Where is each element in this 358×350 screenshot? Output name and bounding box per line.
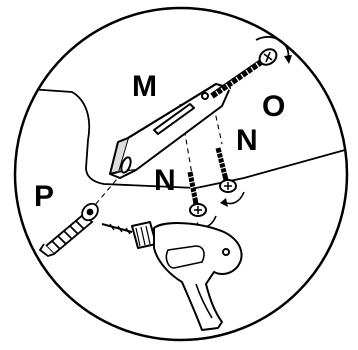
callout-o: O [262,90,285,123]
callout-m: M [132,70,157,103]
callout-p: P [34,180,54,213]
callout-n-right: N [236,124,258,157]
callout-n-left: N [154,164,176,197]
detail-circle [15,8,347,340]
